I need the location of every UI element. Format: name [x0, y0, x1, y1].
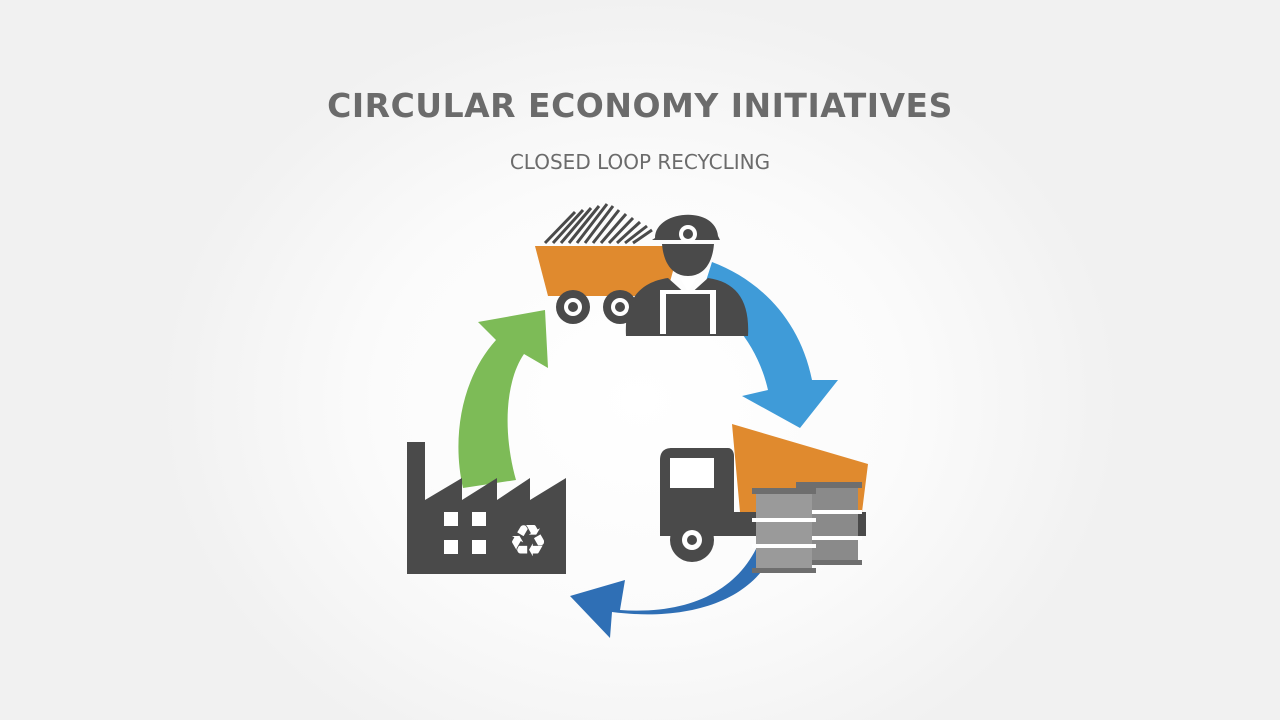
svg-text:♻: ♻: [508, 516, 547, 567]
recycle-icon: ♻: [508, 516, 547, 567]
green-arrow-icon: [458, 310, 548, 488]
page-title: CIRCULAR ECONOMY INITIATIVES: [327, 86, 953, 125]
mine-cart-icon: [535, 203, 680, 324]
dark-blue-arrow-icon: [570, 540, 775, 638]
page-subtitle: CLOSED LOOP RECYCLING: [509, 150, 771, 174]
oil-barrels-icon: [752, 482, 862, 573]
factory-icon: [407, 442, 566, 574]
miner-icon: [625, 214, 749, 336]
